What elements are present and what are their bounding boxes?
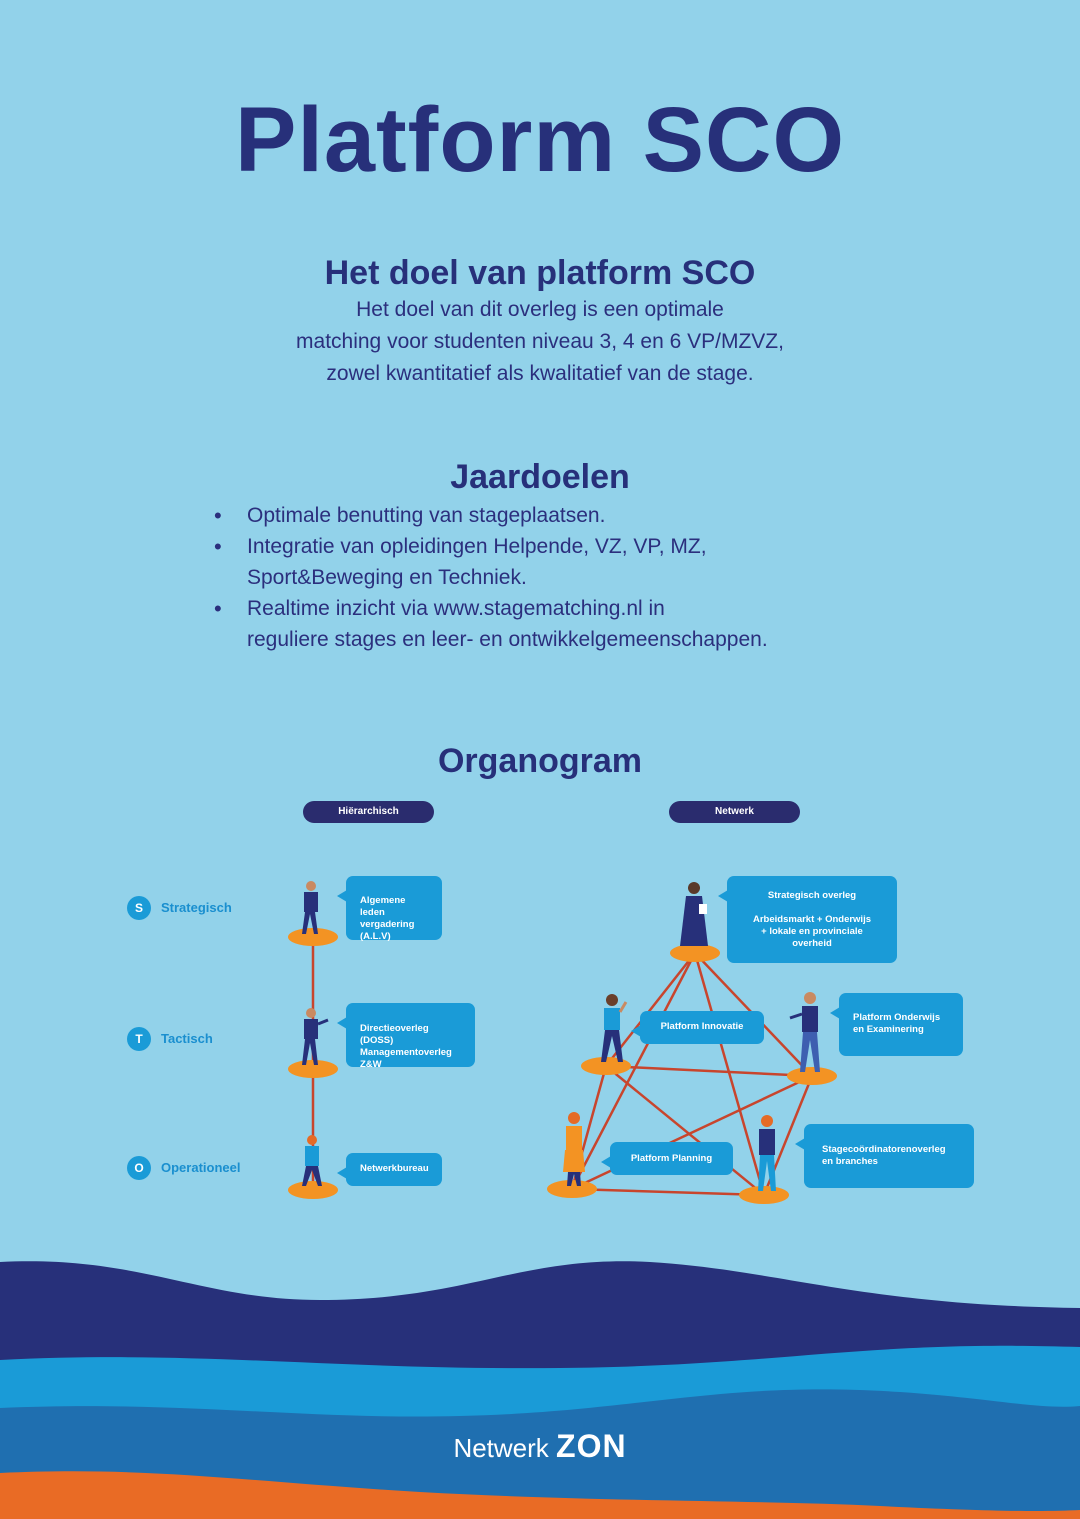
hierarchy-discs — [288, 928, 338, 1199]
year-goals-heading: Jaardoelen — [450, 458, 630, 496]
goal-line: matching voor studenten niveau 3, 4 en 6… — [296, 330, 784, 353]
list-item-line: Optimale benutting van stageplaatsen. — [247, 504, 606, 527]
bubble-strategisch-overleg: Strategisch overleg Arbeidsmarkt + Onder… — [718, 876, 897, 963]
bubble-line — [727, 902, 897, 914]
hierarchical-pill: Hiërarchisch — [303, 801, 434, 823]
operational-label: Operationeel — [161, 1160, 241, 1175]
bubble-line: Platform Onderwijs — [853, 1012, 941, 1023]
list-item-line: Sport&Beweging en Techniek. — [247, 566, 527, 589]
goal-line: zowel kwantitatief als kwalitatief van d… — [326, 362, 754, 385]
tactical-badge: T — [127, 1027, 151, 1051]
bubble-line: en Examinering — [853, 1024, 924, 1035]
bubble-line: en branches — [822, 1156, 878, 1167]
organogram-heading: Organogram — [437, 742, 643, 780]
bubble-platform-onderwijs: Platform Onderwijs en Examinering — [830, 993, 963, 1056]
tactical-label: Tactisch — [161, 1031, 213, 1046]
bubble-line: Platform Innovatie — [660, 1021, 744, 1032]
goal-heading: Het doel van platform SCO — [324, 254, 756, 292]
list-item-line: Integratie van opleidingen Helpende, VZ,… — [247, 535, 707, 558]
person-icon — [302, 1135, 322, 1186]
bubble-line: Algemene leden — [360, 895, 406, 918]
person-icon — [680, 882, 708, 946]
person-icon — [758, 1115, 776, 1191]
bubble-line: Strategisch overleg — [767, 890, 857, 901]
brand-mark: ZON — [556, 1428, 627, 1464]
bubble-line: Arbeidsmarkt + Onderwijs — [753, 914, 871, 925]
bubble-platform-innovatie: Platform Innovatie — [631, 1011, 764, 1044]
list-item-line: reguliere stages en leer- en ontwikkelge… — [247, 628, 768, 651]
list-item: Integratie van opleidingen Helpende, VZ,… — [214, 531, 914, 593]
brand-logo: Netwerk ZON — [0, 1428, 1080, 1465]
bubble-doss: Directieoverleg (DOSS) Managementoverleg… — [337, 1003, 475, 1070]
person-icon — [302, 881, 318, 934]
bubble-line: Directieoverleg (DOSS) — [360, 1023, 429, 1046]
bubble-line: Managementoverleg Z&W — [360, 1047, 452, 1070]
bubble-netwerkbureau: Netwerkbureau — [337, 1153, 442, 1186]
list-item-line: Realtime inzicht via www.stagematching.n… — [247, 597, 665, 620]
list-item: Realtime inzicht via www.stagematching.n… — [214, 593, 914, 655]
bubble-line: Platform Planning — [630, 1153, 713, 1164]
bubble-line: Stagecoördinatorenoverleg — [822, 1144, 946, 1155]
person-icon — [563, 1112, 585, 1186]
strategic-badge: S — [127, 896, 151, 920]
list-item: Optimale benutting van stageplaatsen. — [214, 500, 914, 531]
bubble-line: Netwerkbureau — [360, 1163, 429, 1174]
bubble-platform-planning: Platform Planning — [601, 1142, 733, 1175]
person-icon — [789, 992, 820, 1072]
bubble-line: vergadering (A.L.V) — [360, 919, 415, 942]
brand-name: Netwerk — [453, 1433, 557, 1463]
bubble-stagecoordinatoren: Stagecoördinatorenoverleg en branches — [795, 1124, 974, 1188]
person-icon — [601, 994, 628, 1062]
page-title: Platform SCO — [234, 89, 846, 191]
operational-badge: O — [127, 1156, 151, 1180]
bubble-alv: Algemene leden vergadering (A.L.V) — [337, 876, 442, 942]
bubble-line: overheid — [792, 938, 832, 949]
wave-orange — [0, 1471, 1080, 1519]
network-pill: Netwerk — [669, 801, 800, 823]
strategic-label: Strategisch — [161, 900, 232, 915]
network-discs — [547, 944, 837, 1204]
person-icon — [302, 1008, 329, 1065]
goal-line: Het doel van dit overleg is een optimale — [356, 298, 724, 321]
goal-text: Het doel van dit overleg is een optimale… — [0, 294, 1080, 390]
bubble-line: + lokale en provinciale — [761, 926, 863, 937]
year-goals-list: Optimale benutting van stageplaatsen. In… — [214, 500, 914, 655]
